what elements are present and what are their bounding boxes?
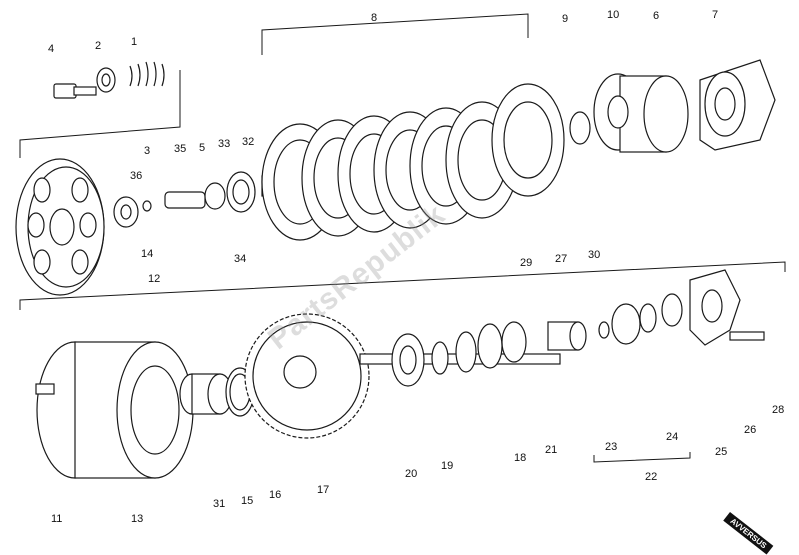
sleeve-and-gear <box>179 313 370 439</box>
part-label-20: 20 <box>405 468 418 480</box>
part-label-5: 5 <box>199 142 206 154</box>
part-label-23: 23 <box>605 441 618 453</box>
part-label-27: 27 <box>555 253 568 265</box>
part-label-11: 11 <box>51 513 63 525</box>
part-label-19: 19 <box>441 460 454 472</box>
frame-lines <box>19 13 786 463</box>
part-label-7: 7 <box>712 9 719 21</box>
part-label-17: 17 <box>317 484 330 496</box>
part-label-25: 25 <box>715 446 728 458</box>
part-label-34: 34 <box>234 253 247 265</box>
part-label-14: 14 <box>141 248 154 260</box>
part-label-10: 10 <box>607 9 620 21</box>
part-label-35: 35 <box>174 143 187 155</box>
part-label-21: 21 <box>545 444 558 456</box>
part-label-12: 12 <box>148 273 161 285</box>
part-label-33: 33 <box>218 138 231 150</box>
part-label-2: 2 <box>95 40 102 52</box>
part-label-24: 24 <box>666 431 679 443</box>
part-label-1: 1 <box>131 36 138 48</box>
part-label-4: 4 <box>48 43 55 55</box>
part-label-30: 30 <box>588 249 601 261</box>
part-label-29: 29 <box>520 257 533 269</box>
part-label-32: 32 <box>242 136 255 148</box>
part-label-36: 36 <box>130 170 143 182</box>
part-label-31: 31 <box>213 498 226 510</box>
part-label-8: 8 <box>371 12 378 24</box>
part-label-3: 3 <box>144 145 151 157</box>
clutch-hub-and-housing <box>569 59 776 153</box>
part-label-9: 9 <box>562 13 569 25</box>
pressure-plate <box>15 158 105 296</box>
part-label-18: 18 <box>514 452 527 464</box>
clutch-plate-stack <box>261 83 565 241</box>
part-label-22: 22 <box>645 471 658 483</box>
part-label-26: 26 <box>744 424 757 436</box>
shaft-and-bearings <box>359 321 587 387</box>
slave-cylinder-parts <box>598 269 765 346</box>
part-label-13: 13 <box>131 513 144 525</box>
part-label-15: 15 <box>241 495 254 507</box>
part-label-28: 28 <box>772 404 785 416</box>
part-label-16: 16 <box>269 489 282 501</box>
clutch-basket <box>35 341 194 479</box>
pushrod-parts <box>113 171 273 228</box>
bolt-washer-spring <box>53 61 165 99</box>
part-label-6: 6 <box>653 10 660 22</box>
